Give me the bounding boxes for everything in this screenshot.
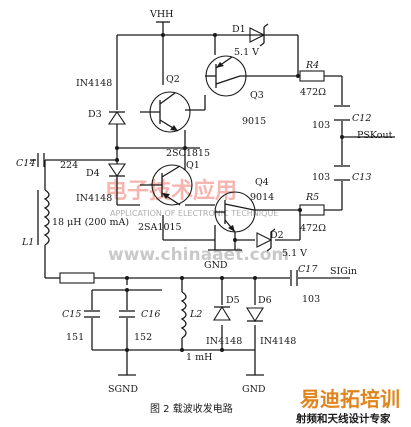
label-l1: L1 bbox=[21, 237, 34, 248]
label-gnd-bottom: GND bbox=[242, 384, 266, 395]
label-q3-part: 9015 bbox=[242, 116, 266, 127]
capacitor-c12 bbox=[334, 105, 350, 121]
label-c15-value: 151 bbox=[66, 332, 84, 343]
label-c17-value: 103 bbox=[302, 294, 320, 305]
label-d5-part: IN4148 bbox=[206, 336, 242, 347]
watermark-en: APPLICATION OF ELECTRONIC TECHNIQUE bbox=[110, 209, 278, 218]
label-d6: D6 bbox=[258, 295, 272, 306]
label-c12: C12 bbox=[352, 113, 371, 124]
label-c14-value: 224 bbox=[60, 160, 78, 171]
label-d1: D1 bbox=[232, 24, 246, 35]
resistor-r-l1 bbox=[59, 272, 95, 284]
label-r4: R4 bbox=[305, 60, 319, 71]
transistor-q3 bbox=[205, 55, 247, 97]
capacitor-c14 bbox=[30, 153, 45, 167]
component-labels: VHH D1 5.1 V R4 472Ω Q2 Q3 9015 IN4148 D… bbox=[16, 9, 393, 395]
label-d3-part: IN4148 bbox=[76, 78, 112, 89]
label-r5-value: 472Ω bbox=[300, 223, 326, 234]
diode-d1 bbox=[249, 23, 269, 47]
label-d4: D4 bbox=[86, 168, 100, 179]
label-l2-value: 1 mH bbox=[186, 352, 212, 363]
label-q2: Q2 bbox=[166, 74, 180, 85]
label-c12-value: 103 bbox=[312, 120, 330, 131]
label-c17: C17 bbox=[298, 264, 318, 275]
label-pskout: PSKout bbox=[357, 130, 393, 141]
transistor-q4 bbox=[214, 191, 256, 233]
label-c13-value: 103 bbox=[312, 172, 330, 183]
capacitor-c16 bbox=[119, 310, 135, 318]
label-d5: D5 bbox=[226, 295, 240, 306]
label-q1-part-bottom: 2SA1015 bbox=[138, 222, 182, 233]
junction-dots bbox=[115, 33, 344, 352]
label-q4: Q4 bbox=[255, 177, 269, 188]
inductor-l2 bbox=[180, 291, 187, 339]
label-q1: Q1 bbox=[186, 160, 200, 171]
label-q1-part-top: 2SC1815 bbox=[166, 148, 210, 159]
watermark-cn: 电子技术应用 bbox=[105, 178, 237, 204]
label-q3: Q3 bbox=[250, 90, 264, 101]
capacitor-c13 bbox=[334, 165, 350, 181]
label-sgnd: SGND bbox=[108, 384, 138, 395]
logo-title: 易迪拓培训 bbox=[300, 387, 400, 411]
capacitor-c17 bbox=[290, 270, 298, 286]
label-gnd: GND bbox=[204, 260, 228, 271]
label-d3: D3 bbox=[88, 109, 102, 120]
transistor-q1 bbox=[140, 164, 193, 206]
label-l1-value: 18 μH (200 mA) bbox=[52, 217, 129, 228]
label-c13: C13 bbox=[352, 172, 371, 183]
brand-logo: 易迪拓培训 射频和天线设计专家 bbox=[295, 387, 400, 425]
diode-d2 bbox=[256, 228, 276, 252]
resistor-r4 bbox=[299, 70, 325, 82]
label-vhh: VHH bbox=[149, 9, 173, 20]
label-d2-value: 5.1 V bbox=[282, 248, 307, 259]
capacitor-c15 bbox=[84, 310, 100, 318]
label-sigin: SIGin bbox=[330, 266, 357, 277]
inductor-l1 bbox=[37, 189, 50, 246]
label-d6-part: IN4148 bbox=[260, 336, 296, 347]
label-l2: L2 bbox=[189, 309, 202, 320]
resistor-r5 bbox=[299, 204, 325, 216]
label-c16-value: 152 bbox=[134, 332, 152, 343]
label-q4-part: 9014 bbox=[250, 192, 274, 203]
transistor-q2 bbox=[140, 91, 191, 133]
watermark: 电子技术应用 APPLICATION OF ELECTRONIC TECHNIQ… bbox=[105, 178, 289, 265]
label-r5: R5 bbox=[305, 192, 319, 203]
label-c14: C14 bbox=[16, 158, 35, 169]
label-d1-value: 5.1 V bbox=[234, 47, 259, 58]
diode-d5 bbox=[213, 305, 231, 321]
diode-d6 bbox=[246, 307, 264, 323]
watermark-url: www.chinaaet.com bbox=[108, 245, 289, 265]
logo-subtitle: 射频和天线设计专家 bbox=[295, 412, 391, 425]
figure-caption: 图 2 载波收发电路 bbox=[150, 402, 233, 415]
label-d2: D2 bbox=[270, 230, 284, 241]
label-c15: C15 bbox=[62, 309, 81, 320]
label-r4-value: 472Ω bbox=[300, 87, 326, 98]
diode-d3 bbox=[107, 111, 127, 142]
label-d4-part: IN4148 bbox=[76, 193, 112, 204]
label-c16: C16 bbox=[141, 309, 160, 320]
diode-d4 bbox=[107, 156, 127, 188]
